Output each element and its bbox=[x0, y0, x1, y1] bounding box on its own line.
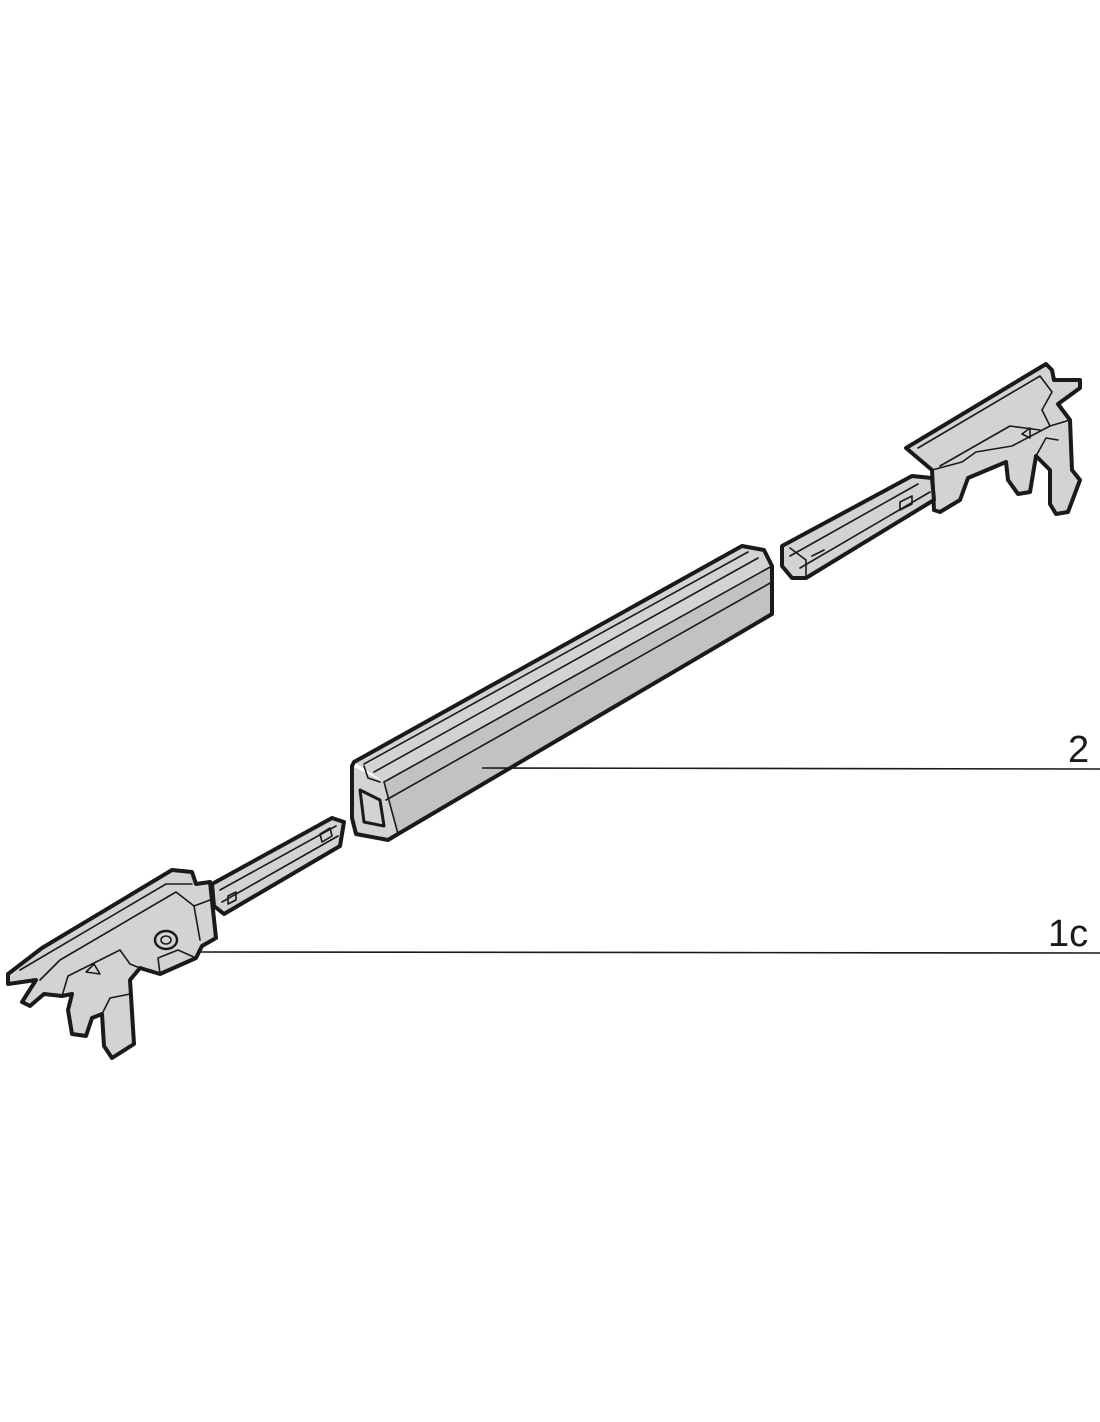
center-profile-rail bbox=[350, 544, 774, 842]
end-clip-upper-right bbox=[780, 362, 1082, 580]
end-clip-lower-left bbox=[6, 816, 346, 1060]
leader-line-1c bbox=[197, 951, 1100, 954]
callout-label-1c: 1c bbox=[1048, 913, 1088, 955]
leader-line-2 bbox=[481, 767, 1100, 770]
callout-label-2: 2 bbox=[1068, 729, 1089, 771]
